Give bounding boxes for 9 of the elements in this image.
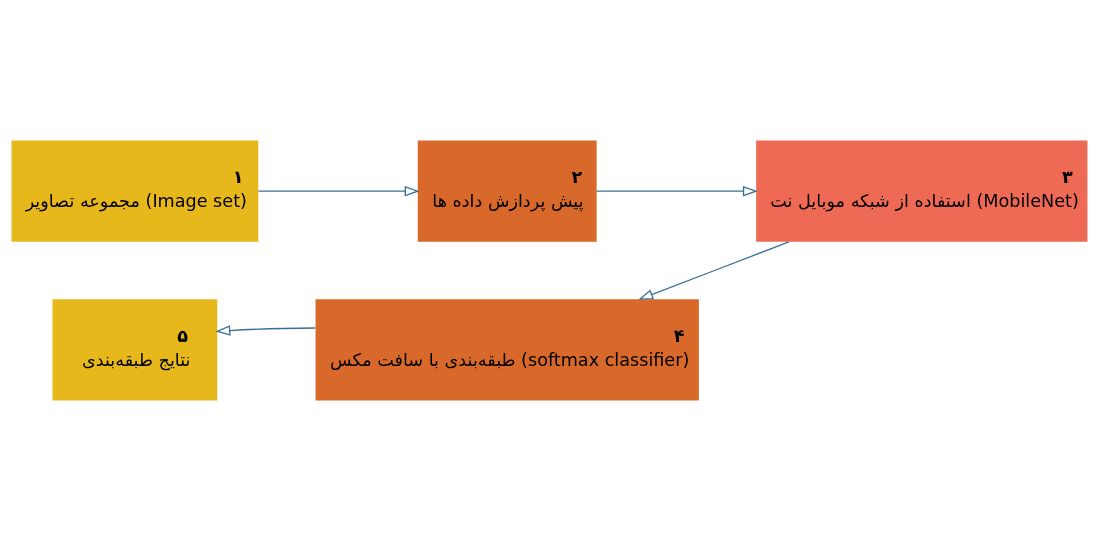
node-box: ۵ نتایج طبقه‌بندی	[52, 299, 218, 401]
arrow	[215, 325, 316, 336]
node-box: ۱ مجموعه تصاویر (Image set)	[11, 140, 259, 242]
arrow	[596, 185, 758, 197]
node-box: ۲ پیش پردازش داده ها	[417, 140, 597, 242]
arrow	[257, 185, 420, 197]
node-box: ۳ استفاده از شبکه موبایل نت (MobileNet)	[756, 140, 1088, 242]
arrow	[638, 241, 790, 300]
node-box: ۴ طبقه‌بندی با سافت مکس (softmax classifier)	[315, 299, 699, 401]
